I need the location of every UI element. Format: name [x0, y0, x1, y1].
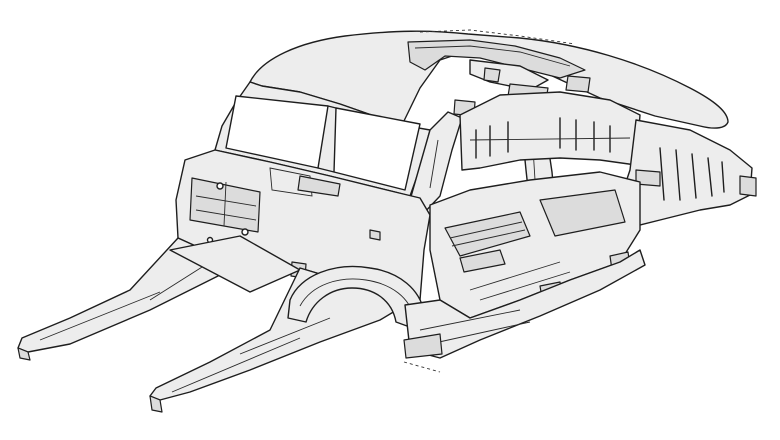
rear-roof-opening — [407, 39, 586, 91]
rocker-sill — [403, 249, 646, 373]
rear-bulkhead — [459, 91, 641, 171]
windshield-frame — [214, 81, 431, 197]
rear-seat-pan — [539, 189, 626, 237]
roof-panel — [249, 29, 729, 129]
floor-tunnel — [444, 211, 531, 257]
windshield-right-glass — [333, 107, 421, 191]
left-front-frame-rail — [17, 235, 301, 361]
